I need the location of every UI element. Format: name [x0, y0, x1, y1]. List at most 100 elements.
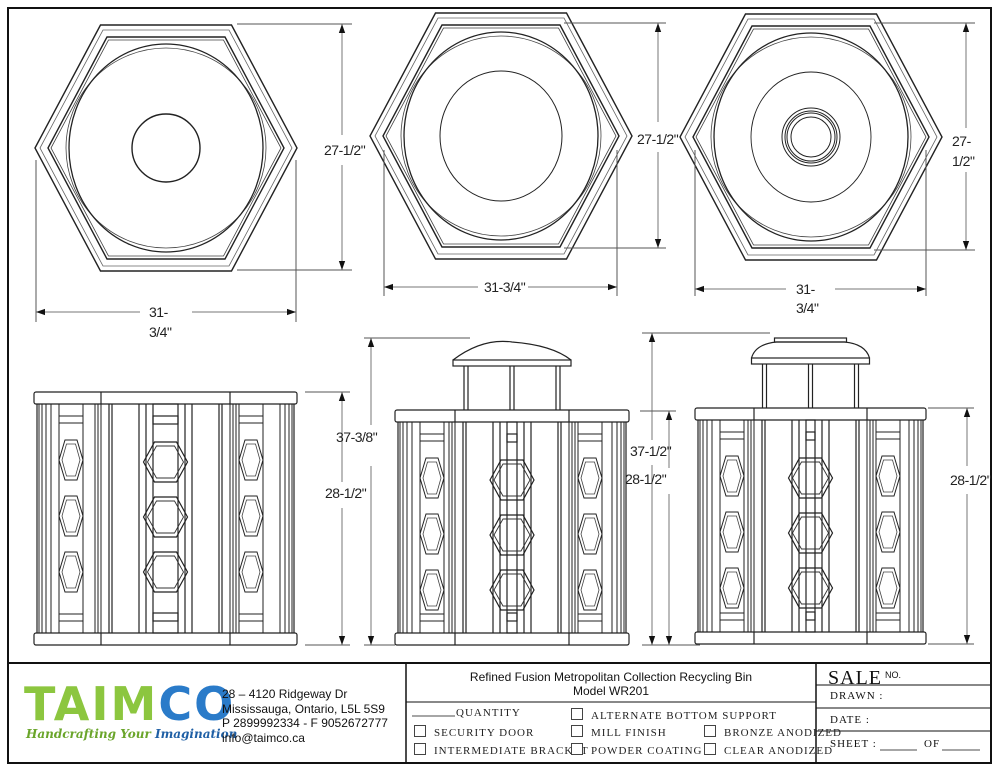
- titleblock-grid: [405, 663, 991, 763]
- checkbox[interactable]: [571, 743, 583, 755]
- option-intermediate-bracket[interactable]: INTERMEDIATE BRACKET: [414, 743, 589, 757]
- dimension-tv3-height: 27- 1/2": [874, 22, 975, 251]
- address-line: 28 – 4120 Ridgeway Dr: [222, 687, 348, 701]
- dim-text: 31-3/4": [484, 279, 526, 295]
- inner-hexagon-edge: [385, 27, 617, 245]
- option-label: BRONZE ANODIZED: [724, 727, 842, 739]
- sheet-border: [7, 7, 992, 764]
- top-cap: [694, 407, 927, 421]
- address-line: Mississauga, Ontario, L5L 5S9: [222, 701, 385, 716]
- ring-outer: [781, 107, 841, 167]
- side-hexagon-inner: [580, 573, 600, 607]
- outer-hexagon-edge: [684, 18, 938, 256]
- drawn-field: DRAWN :: [830, 690, 884, 702]
- opening-circle: [131, 113, 201, 183]
- option-label: SECURITY DOOR: [434, 727, 535, 739]
- sale-no-label: NO.: [885, 670, 902, 680]
- side-hexagon: [58, 439, 84, 481]
- dimension-el3-height: 28-1/2": [928, 407, 992, 645]
- door-hexagon-inner: [493, 463, 531, 497]
- dim-text: 1/2": [952, 153, 975, 169]
- side-hexagon-inner: [422, 461, 442, 495]
- tagline-part2: Imagination: [154, 727, 238, 741]
- option-powder-coating[interactable]: POWDER COATING: [571, 743, 702, 757]
- side-hexagon-inner: [878, 459, 898, 493]
- dim-text: 3/4": [796, 300, 819, 316]
- dome-cap: [452, 340, 572, 361]
- dome-top-ring: [773, 337, 848, 343]
- checkbox[interactable]: [414, 725, 426, 737]
- ring-inner: [786, 112, 836, 162]
- checkbox[interactable]: [571, 708, 583, 720]
- rim-circle: [65, 47, 267, 249]
- bottom-cap: [33, 632, 298, 646]
- side-rail: [58, 415, 84, 424]
- dome-base: [452, 359, 572, 367]
- side-hexagon-inner: [722, 459, 742, 493]
- option-alternate-bottom-support[interactable]: ALTERNATE BOTTOM SUPPORT: [571, 708, 777, 722]
- dome-cap: [750, 341, 871, 359]
- side-hexagon: [238, 551, 264, 593]
- dim-text: 27-1/2": [324, 142, 366, 158]
- outer-hexagon: [34, 24, 298, 272]
- side-rail: [419, 433, 445, 442]
- side-hexagon: [577, 569, 603, 611]
- side-rail: [577, 433, 603, 442]
- logo-text-green: TAIM: [24, 677, 159, 731]
- side-hexagon-inner: [878, 515, 898, 549]
- option-clear-anodized[interactable]: CLEAR ANODIZED: [704, 743, 833, 757]
- logo-text-blue: CO: [158, 677, 236, 731]
- company-tagline: Handcrafting Your Imagination: [26, 727, 237, 741]
- outer-hexagon-edge: [374, 17, 628, 255]
- company-address: 28 – 4120 Ridgeway Dr Mississauga, Ontar…: [222, 687, 388, 745]
- side-rail: [875, 431, 901, 440]
- inner-hexagon: [382, 24, 620, 248]
- door-rail: [805, 611, 816, 621]
- company-logo: TAIMCO: [24, 681, 235, 727]
- option-bronze-anodized[interactable]: BRONZE ANODIZED: [704, 725, 842, 739]
- dimension-el3-left: 28-1/2": [625, 410, 676, 645]
- side-rail: [577, 613, 603, 622]
- outer-hexagon-edge: [39, 29, 293, 267]
- door-panel: [152, 403, 179, 634]
- dim-text: 37-1/2": [630, 443, 672, 459]
- ring-core: [790, 116, 832, 158]
- top-cap: [394, 409, 630, 423]
- top-view-2: [369, 12, 633, 260]
- checkbox[interactable]: [704, 725, 716, 737]
- rim-circle: [400, 35, 602, 237]
- dimension-tv3-width: 31- 3/4": [694, 150, 927, 316]
- side-rail: [238, 415, 264, 424]
- side-hexagon-inner: [722, 571, 742, 605]
- option-mill-finish[interactable]: MILL FINISH: [571, 725, 667, 739]
- dim-text: 28-1/2": [950, 472, 992, 488]
- checkbox[interactable]: [571, 725, 583, 737]
- elevation-view-3: [694, 337, 927, 645]
- side-hexagon: [875, 567, 901, 609]
- dimension-el1-height: 28-1/2": [305, 391, 367, 646]
- side-hexagon: [875, 511, 901, 553]
- side-rail: [419, 613, 445, 622]
- lid-circle: [713, 32, 909, 242]
- phone-fax-line: P 2899992334 - F 9052672777: [222, 716, 388, 730]
- door-hexagon-inner: [493, 518, 531, 552]
- tagline-part1: Handcrafting Your: [26, 727, 155, 741]
- elevation-view-1: [33, 391, 298, 646]
- dome-circle: [750, 71, 872, 203]
- dimension-el2-overall: 37-3/8": [336, 337, 470, 646]
- checkbox[interactable]: [704, 743, 716, 755]
- side-frame: [419, 421, 445, 634]
- lid-circle: [403, 31, 599, 241]
- side-hexagon: [419, 457, 445, 499]
- dimension-tv1-height: 27-1/2": [237, 23, 366, 271]
- option-security-door[interactable]: SECURITY DOOR: [414, 725, 534, 739]
- outer-hexagon: [369, 12, 633, 260]
- side-frame: [58, 403, 84, 634]
- side-hexagon-inner: [241, 555, 261, 589]
- door-rail: [805, 431, 816, 441]
- option-label: INTERMEDIATE BRACKET: [434, 745, 589, 757]
- dim-text: 31-: [149, 304, 169, 320]
- checkbox[interactable]: [414, 743, 426, 755]
- door-hexagon-inner: [493, 573, 531, 607]
- bottom-cap: [694, 631, 927, 645]
